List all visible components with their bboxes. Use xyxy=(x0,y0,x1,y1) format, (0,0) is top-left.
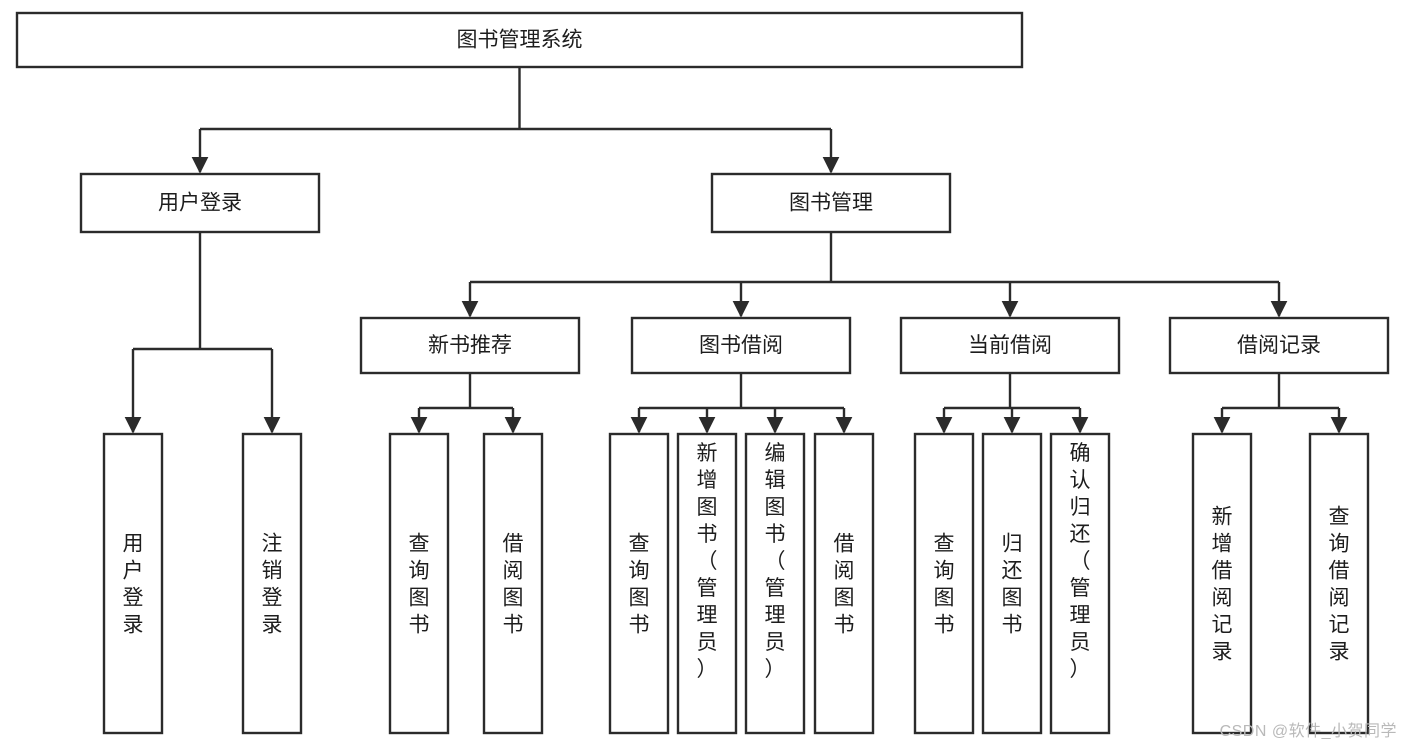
node-label: 查询图书 xyxy=(629,533,650,637)
node-box xyxy=(744,432,806,735)
node-label: 新书推荐 xyxy=(428,334,512,357)
node-label: 图书管理系统 xyxy=(457,29,583,52)
node-box xyxy=(813,432,875,735)
node-box xyxy=(710,172,952,234)
node-label: 用户登录 xyxy=(123,533,144,637)
node-leaf-confirm-return[interactable]: 确认归还（管理员） xyxy=(1049,432,1111,735)
node-label: 新增借阅记录 xyxy=(1212,506,1233,664)
node-box xyxy=(1308,432,1370,735)
node-box xyxy=(981,432,1043,735)
node-label: 编辑图书（管理员） xyxy=(765,442,786,681)
node-box xyxy=(899,316,1121,375)
node-box xyxy=(388,432,450,735)
node-label: 归还图书 xyxy=(1002,533,1023,637)
node-leaf-user-login[interactable]: 用户登录 xyxy=(102,432,164,735)
node-box xyxy=(1049,432,1111,735)
node-leaf-add-record[interactable]: 新增借阅记录 xyxy=(1191,432,1253,735)
node-book-manage[interactable]: 图书管理 xyxy=(710,172,952,234)
node-user-login[interactable]: 用户登录 xyxy=(79,172,321,234)
node-box xyxy=(630,316,852,375)
node-label: 确认归还（管理员） xyxy=(1070,442,1091,681)
node-leaf-user-logout[interactable]: 注销登录 xyxy=(241,432,303,735)
connector-links xyxy=(124,67,1348,434)
node-label: 查询图书 xyxy=(934,533,955,637)
node-current-borrow[interactable]: 当前借阅 xyxy=(899,316,1121,375)
node-label: 借阅图书 xyxy=(834,533,855,637)
node-box xyxy=(913,432,975,735)
node-leaf-return-book[interactable]: 归还图书 xyxy=(981,432,1043,735)
node-boxes: 图书管理系统用户登录图书管理新书推荐图书借阅当前借阅借阅记录用户登录注销登录查询… xyxy=(15,11,1390,735)
node-box xyxy=(1191,432,1253,735)
node-box xyxy=(79,172,321,234)
node-leaf-query-book-3[interactable]: 查询图书 xyxy=(913,432,975,735)
node-box xyxy=(1168,316,1390,375)
node-label: 图书管理 xyxy=(789,192,873,215)
node-leaf-borrow-book-2[interactable]: 借阅图书 xyxy=(813,432,875,735)
node-new-book-rec[interactable]: 新书推荐 xyxy=(359,316,581,375)
node-label: 图书借阅 xyxy=(699,334,783,357)
node-box xyxy=(102,432,164,735)
node-leaf-edit-book[interactable]: 编辑图书（管理员） xyxy=(744,432,806,735)
node-leaf-query-book-1[interactable]: 查询图书 xyxy=(388,432,450,735)
node-box xyxy=(241,432,303,735)
node-box xyxy=(608,432,670,735)
node-label: 借阅记录 xyxy=(1237,334,1321,357)
node-box xyxy=(359,316,581,375)
node-book-borrow[interactable]: 图书借阅 xyxy=(630,316,852,375)
node-box xyxy=(15,11,1024,69)
node-label: 注销登录 xyxy=(262,533,283,637)
node-leaf-add-book[interactable]: 新增图书（管理员） xyxy=(676,432,738,735)
node-label: 用户登录 xyxy=(158,192,242,215)
node-box xyxy=(676,432,738,735)
node-label: 借阅图书 xyxy=(503,533,524,637)
node-label: 查询借阅记录 xyxy=(1329,506,1350,664)
node-leaf-borrow-book-1[interactable]: 借阅图书 xyxy=(482,432,544,735)
node-label: 查询图书 xyxy=(409,533,430,637)
node-leaf-query-record[interactable]: 查询借阅记录 xyxy=(1308,432,1370,735)
node-leaf-query-book-2[interactable]: 查询图书 xyxy=(608,432,670,735)
node-root[interactable]: 图书管理系统 xyxy=(15,11,1024,69)
node-label: 当前借阅 xyxy=(968,334,1052,357)
node-label: 新增图书（管理员） xyxy=(697,442,718,681)
node-borrow-record[interactable]: 借阅记录 xyxy=(1168,316,1390,375)
node-box xyxy=(482,432,544,735)
